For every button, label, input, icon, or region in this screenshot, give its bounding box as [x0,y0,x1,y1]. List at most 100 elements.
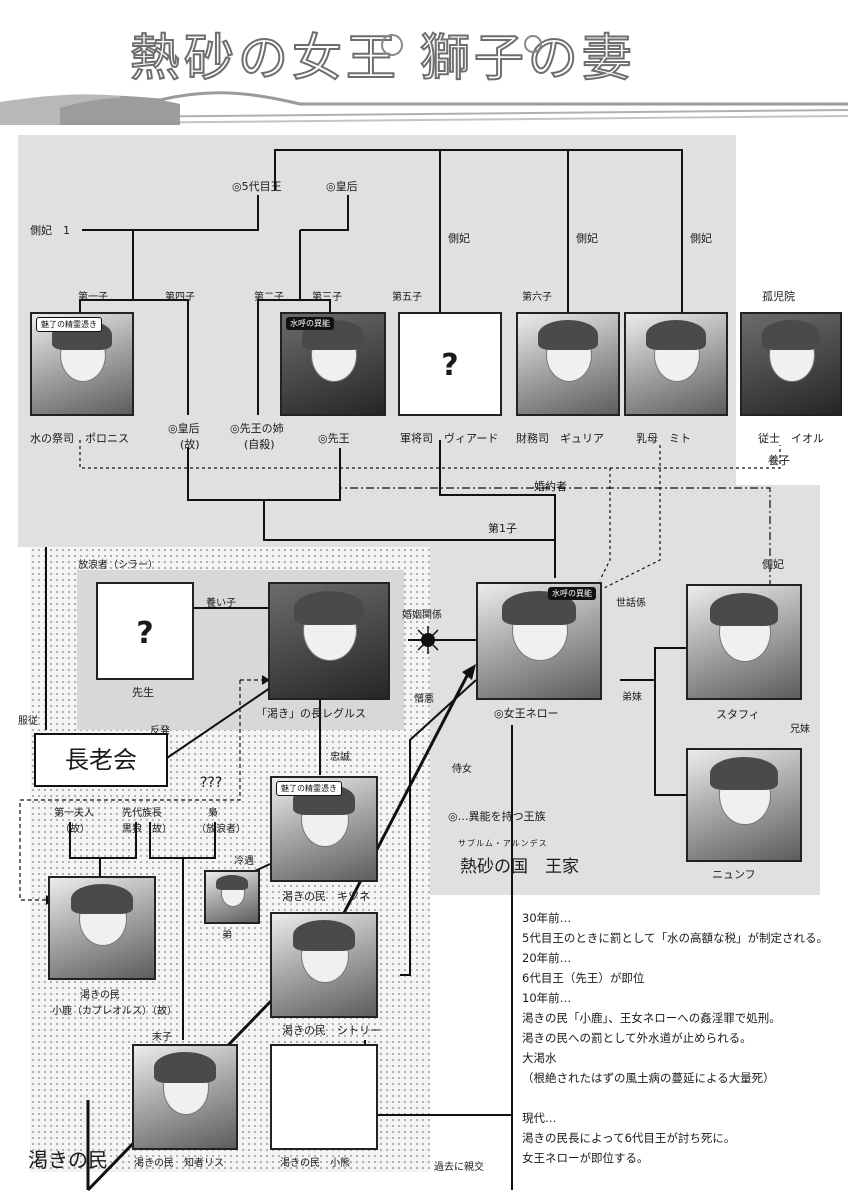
siblings-label: 弟妹 [622,692,642,703]
shitori-label: 渇きの民 シトリー [282,1024,381,1037]
consort-label-a: 側妃 [448,232,470,245]
first-wife-note: （故） [60,824,90,835]
timeline-line: 渇きの民長によって6代目王が討ち死に。 [522,1131,736,1145]
kojika-note: 小鹿（カプレオルス）（故） [52,1006,177,1017]
owl-label: 梟 [208,808,218,819]
mito-portrait [624,312,728,416]
adopted-child-label: 養い子 [206,598,236,609]
younger-brother-label: 弟 [222,930,232,941]
water-ability-tag-nero: 水呼の異能 [548,587,596,600]
queen-nero-label: ◎女王ネロー [494,707,559,720]
order-label-2: 第二子 [254,292,284,303]
order-label-3: 第三子 [312,292,342,303]
loyalty-label: 忠誠 [330,752,350,763]
tribe-label: 渇きの民 [28,1148,108,1172]
poronis-label: 水の祭司 ポロニス [30,432,129,445]
rebel-label: 反発 [150,726,170,737]
stafi-portrait [686,584,802,700]
shiraa-label: 放浪者（シラー） [78,560,158,571]
poronis-portrait: 魅了の精霊憑き [30,312,134,416]
order-label-4: 第四子 [165,292,195,303]
mito-label: 乳母 ミト [636,432,691,445]
sensei-portrait-unknown: ? [96,582,194,680]
king5-label: ◎5代目王 [232,180,282,193]
regulus-portrait [268,582,390,700]
kojika-portrait [48,876,156,980]
timeline-line: 大渇水 [522,1051,557,1065]
page-title: 熱砂の女王 獅子の妻 [129,28,636,88]
regulus-label: 「渇き」の長レグルス [256,707,366,720]
kingdom-label: 熱砂の国 王家 [460,857,579,877]
timeline-line: 現代… [522,1111,557,1125]
first-wife-label: 第一夫人 [54,808,94,819]
past-friend-label: 過去に親交 [434,1162,484,1173]
first-child-label: 第1子 [488,522,517,535]
sensei-label: 先生 [132,686,154,699]
queen-nero-portrait: 水呼の異能 [476,582,602,700]
prev-king-portrait: 水呼の異能 [280,312,386,416]
sister-note: (自殺) [244,438,275,451]
risu-label: 渇きの民 知者リス [134,1158,224,1169]
brother-sister-label: 兄妹 [790,724,810,735]
kitsune-label: 渇きの民 キツネ [282,890,370,903]
kitsune-portrait: 魅了の精霊憑き [270,776,378,882]
cold-treatment-label: 冷遇 [234,856,254,867]
unknown-link-label: ??? [200,775,223,791]
gyuria-label: 財務司 ギュリア [516,432,604,445]
timeline-line: 10年前… [522,991,572,1005]
hatred-label: 憎悪 [414,694,434,705]
koguma-portrait-blank [270,1044,378,1150]
prev-chief-note: 黒狼（故） [122,824,172,835]
kojika-label: 渇きの民 [80,990,120,1001]
owl-note: （放浪者） [196,824,246,835]
timeline-line: 渇きの民「小鹿」、王女ネローへの姦淫罪で処刑。 [522,1011,781,1025]
youngest-label: 末子 [152,1032,172,1043]
maid-label: 侍女 [452,764,472,775]
consort-label-b: 側妃 [576,232,598,245]
marriage-symbol [414,626,442,654]
charm-spirit-tag-kitsune: 魅了の精霊憑き [276,781,342,796]
timeline-line: 渇きの民への罰として外水道が止められる。 [522,1031,752,1045]
consort1-label: 側妃 1 [30,224,70,237]
timeline-line: 5代目王のときに罰として「水の高額な税」が制定される。 [522,931,828,945]
timeline-line: （根絶されたはずの風土病の蔓延による大量死） [522,1071,775,1085]
nyunfu-label: ニュンフ [712,868,756,881]
queen-label: ◎皇后 [326,180,358,193]
timeline-line: 女王ネローが即位する。 [522,1151,649,1165]
empress-dead-label: ◎皇后 [168,422,200,435]
empress-dead-note: (故) [180,438,200,451]
prev-king-label: ◎先王 [318,432,350,445]
consort-label-c: 側妃 [690,232,712,245]
timeline-line: 6代目王（先王）が即位 [522,971,645,985]
ioru-portrait [740,312,842,416]
ioru-label: 従士 イオル [758,432,824,445]
charm-spirit-tag: 魅了の精霊憑き [36,317,102,332]
timeline-line: 20年前… [522,951,572,965]
koguma-label: 渇きの民 小熊 [280,1158,350,1169]
orphanage-label: 孤児院 [762,290,795,303]
consort-right-label: 側妃 [762,558,784,571]
viard-label: 軍将司 ヴィアード [400,432,499,445]
kingdom-ruby: サブルム・アルンデス [458,839,548,848]
obey-label: 服従 [18,716,38,727]
legend-label: ◎…異能を持つ王族 [448,810,546,823]
timeline-line: 30年前… [522,911,572,925]
elder-council-box: 長老会 [34,733,168,787]
gyuria-portrait [516,312,620,416]
viard-portrait-unknown: ? [398,312,502,416]
adopted-label: 養子 [768,454,790,467]
younger-brother-portrait [204,870,260,924]
water-ability-tag: 水呼の異能 [286,317,334,330]
caretaker-label: 世話係 [616,598,646,609]
risu-portrait [132,1044,238,1150]
fiance-label: 婚約者 [534,480,567,493]
order-label-1: 第一子 [78,292,108,303]
marriage-label: 婚姻関係 [402,610,442,621]
prev-chief-label: 先代族長 [122,808,162,819]
title-wave-decoration [0,34,848,125]
shitori-portrait [270,912,378,1018]
stafi-label: スタフィ [716,708,760,721]
order-label-5: 第五子 [392,292,422,303]
sister-label: ◎先王の姉 [230,422,284,435]
order-label-6: 第六子 [522,292,552,303]
